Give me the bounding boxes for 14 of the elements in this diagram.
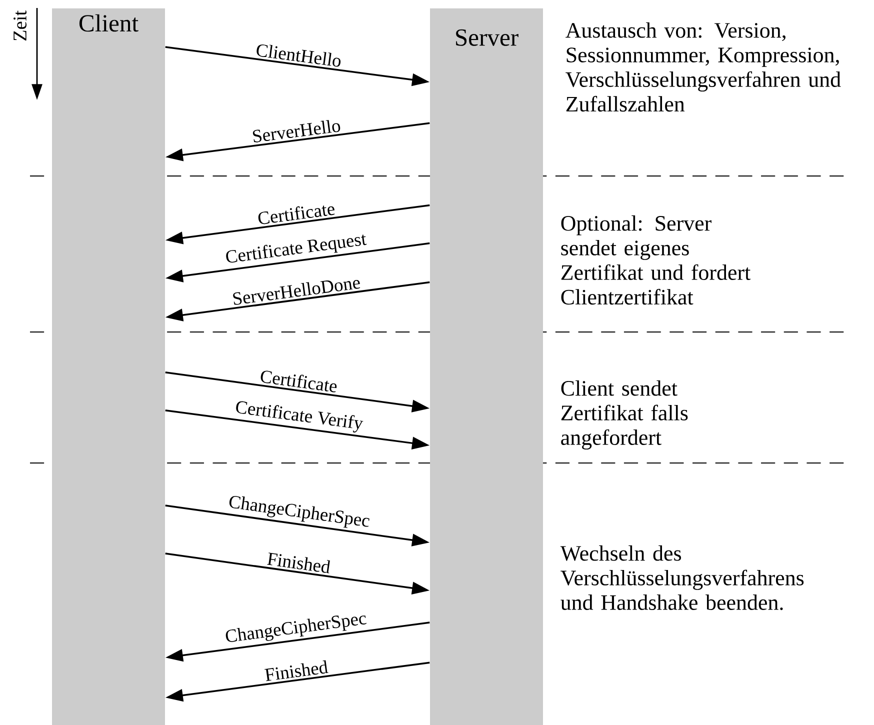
edge-label: ClientHello	[256, 44, 341, 67]
edge-label: ServerHello	[252, 120, 340, 142]
edge-label: Certificate Verify	[236, 401, 364, 432]
lifeline-band: Client	[52, 8, 165, 725]
edge-label: ServerHelloDone	[233, 280, 360, 305]
lifeline-band: Server	[430, 8, 543, 725]
axis-label: Zeit	[14, 10, 26, 41]
edge-label: ChangeCipherSpec	[226, 616, 367, 642]
edge-label: Finished	[267, 552, 330, 574]
edge-label: Certificate	[258, 206, 335, 224]
note-text: Austausch von: Version, Sessionnummer, Kompression, Verschlüsselungsverfahren und Zufallszahlen	[566, 22, 841, 112]
edge-label: Certificate Request	[226, 234, 367, 263]
edge-label: Certificate	[260, 370, 337, 392]
edge-label: Finished	[264, 660, 328, 682]
